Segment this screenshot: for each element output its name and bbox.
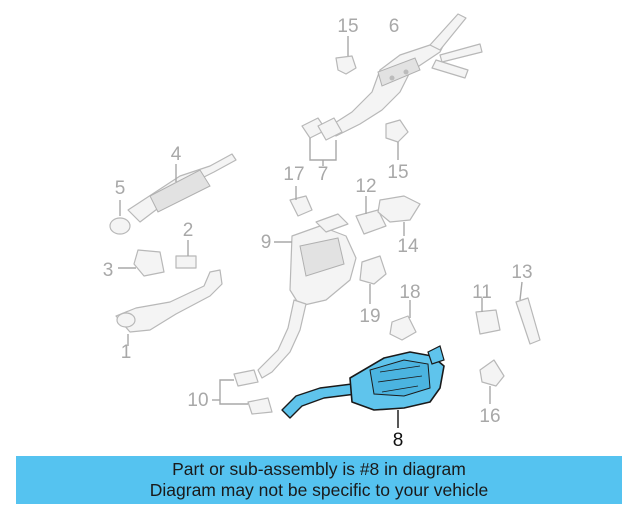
banner-line-disclaimer: Diagram may not be specific to your vehi…: [149, 480, 489, 500]
part-1-pipe: [115, 269, 223, 346]
banner-line-part: Part or sub-assembly is #8 in diagram: [172, 459, 466, 479]
callout-7: 7: [318, 164, 329, 185]
part-9-center-muffler: [257, 213, 357, 379]
part-6-front-pipe: [326, 13, 483, 137]
part-17-hanger: [289, 186, 313, 217]
callout-17: 17: [283, 164, 304, 185]
callout-1: 1: [121, 342, 132, 363]
callout-19: 19: [359, 306, 380, 327]
callout-labels: 1 2 3 4 5 6 7 8 9 10 11 12 13 14 15 15 1…: [103, 16, 533, 451]
part-10-clamps: [212, 369, 273, 415]
callout-6: 6: [389, 16, 400, 37]
callout-5: 5: [115, 178, 126, 199]
part-13-bracket: [515, 281, 541, 345]
part-15-hanger-top: [335, 36, 357, 75]
callout-16: 16: [479, 406, 500, 427]
callout-18: 18: [399, 282, 420, 303]
part-4-converter: [127, 153, 237, 223]
callout-11: 11: [472, 282, 492, 303]
part-3-hanger: [118, 249, 165, 277]
part-5-gasket: [109, 200, 131, 235]
callout-13: 13: [511, 262, 532, 283]
callout-15-mid: 15: [387, 162, 408, 183]
part-19-hanger: [359, 255, 387, 304]
callout-12: 12: [355, 176, 376, 197]
callout-10: 10: [187, 390, 208, 411]
part-11-isolator: [475, 298, 501, 335]
part-18-hanger: [389, 300, 417, 341]
callout-8: 8: [393, 430, 404, 451]
part-15-hanger-mid: [385, 119, 409, 160]
part-2-bracket: [175, 240, 197, 269]
callout-9: 9: [261, 232, 272, 253]
callout-14: 14: [397, 236, 419, 257]
info-banner: Part or sub-assembly is #8 in diagram Di…: [16, 456, 622, 504]
part-16-hanger: [479, 359, 505, 404]
callout-2: 2: [183, 220, 194, 241]
callout-4: 4: [171, 144, 182, 165]
part-12-bracket: [355, 196, 387, 235]
part-8-rear-muffler: [281, 345, 445, 428]
callout-15-top: 15: [337, 16, 358, 37]
part-7-clamps: [301, 117, 343, 166]
callout-3: 3: [103, 260, 114, 281]
part-14-heat-shield: [377, 195, 421, 236]
